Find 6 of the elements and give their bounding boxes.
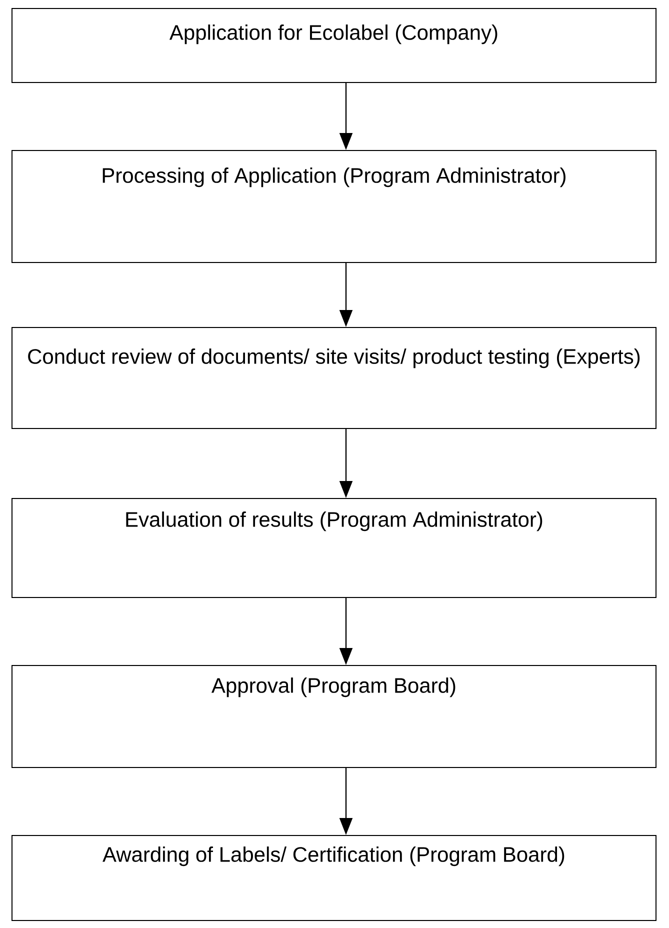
process-box: Conduct review of documents/ site visits/ product testing (Experts) — [12, 327, 656, 429]
process-box: Approval (Program Board) — [12, 665, 656, 768]
process-box: Awarding of Labels/ Certification (Program Board) — [12, 835, 656, 921]
process-box: Evaluation of results (Program Administrator) — [12, 498, 656, 598]
process-box: Application for Ecolabel (Company) — [12, 8, 656, 83]
process-box: Processing of Application (Program Administrator) — [12, 150, 656, 263]
